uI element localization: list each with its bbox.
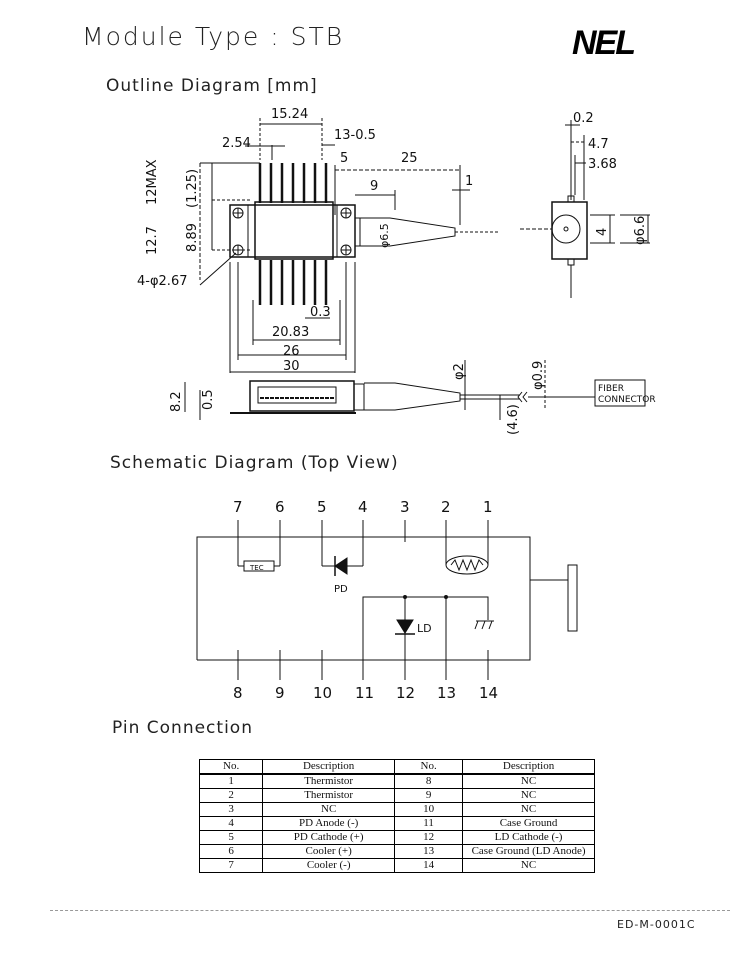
pin-description-cell: PD Cathode (+) bbox=[262, 830, 396, 845]
dim-tube-step: 9 bbox=[370, 179, 378, 194]
footer-divider bbox=[50, 910, 730, 913]
dim-mount-holes: 4-φ2.67 bbox=[137, 274, 187, 289]
pin-label-7: 7 bbox=[233, 498, 243, 516]
dim-end-width: 4.7 bbox=[588, 137, 609, 152]
dim-flange-length: 30 bbox=[283, 359, 300, 374]
dim-fiber-step: 1 bbox=[465, 174, 473, 189]
dim-end-dia: φ6.6 bbox=[633, 216, 648, 245]
pin-label-11: 11 bbox=[355, 684, 374, 702]
schematic-diagram-heading: Schematic Diagram (Top View) bbox=[110, 453, 399, 473]
pin-number-cell: 13 bbox=[394, 844, 464, 859]
pin-number-cell: 2 bbox=[198, 788, 264, 803]
pin-label-10: 10 bbox=[313, 684, 332, 702]
dim-body-length: 26 bbox=[283, 344, 300, 359]
pin-number-cell: 10 bbox=[394, 802, 464, 817]
pin-description-cell: Thermistor bbox=[262, 788, 396, 803]
fiber-connector-label-1: FIBER bbox=[598, 384, 624, 394]
fiber-connector-label-2: CONNECTOR bbox=[598, 395, 656, 405]
pin-number-cell: 8 bbox=[394, 773, 464, 789]
dim-pin-pitch: 2.54 bbox=[222, 136, 251, 151]
pin-label-6: 6 bbox=[275, 498, 285, 516]
pin-label-5: 5 bbox=[317, 498, 327, 516]
col-header-no-1: No. bbox=[198, 759, 264, 775]
pin-number-cell: 6 bbox=[198, 844, 264, 859]
dim-flange-tube: 5 bbox=[340, 151, 348, 166]
pin-description-cell: NC bbox=[462, 773, 595, 789]
pin-description-cell: Thermistor bbox=[262, 773, 396, 789]
col-header-desc-1: Description bbox=[262, 759, 396, 775]
pd-label: PD bbox=[334, 584, 348, 595]
pin-description-cell: Case Ground (LD Anode) bbox=[462, 844, 595, 859]
pin-label-4: 4 bbox=[358, 498, 368, 516]
pin-label-1: 1 bbox=[483, 498, 493, 516]
dim-pin-row-length: 20.83 bbox=[272, 325, 309, 340]
table-header-row: No. Description No. Description bbox=[198, 759, 595, 775]
dim-fiber-offset: (4.6) bbox=[506, 404, 521, 435]
outline-diagram: 15.24 2.54 13-0.5 5 25 9 1 12MAX (1.25) … bbox=[137, 107, 656, 435]
dim-base-thickness: 0.5 bbox=[201, 389, 216, 410]
pin-number-cell: 12 bbox=[394, 830, 464, 845]
dim-body-height: 12.7 bbox=[145, 226, 160, 255]
pin-description-cell: Case Ground bbox=[462, 816, 595, 831]
dim-end-pin: 0.2 bbox=[573, 111, 594, 126]
dim-pin-row-spacing: 8.89 bbox=[185, 223, 200, 252]
pin-number-cell: 1 bbox=[198, 773, 264, 789]
dim-fiber-dia: φ0.9 bbox=[531, 361, 546, 390]
dim-end-center: 4 bbox=[595, 228, 610, 236]
dim-pin-width: 13-0.5 bbox=[334, 128, 376, 143]
dim-end-inner: 3.68 bbox=[588, 157, 617, 172]
pin-label-9: 9 bbox=[275, 684, 285, 702]
pin-number-cell: 4 bbox=[198, 816, 264, 831]
outline-diagram-heading: Outline Diagram [mm] bbox=[106, 76, 318, 96]
pin-description-cell: NC bbox=[262, 802, 396, 817]
pin-number-cell: 7 bbox=[198, 858, 264, 873]
pin-label-3: 3 bbox=[400, 498, 410, 516]
pin-description-cell: Cooler (-) bbox=[262, 858, 396, 873]
pin-description-cell: LD Cathode (-) bbox=[462, 830, 595, 845]
pin-number-cell: 5 bbox=[198, 830, 264, 845]
dim-height-max: 12MAX bbox=[145, 159, 160, 205]
pin-label-12: 12 bbox=[396, 684, 415, 702]
pin-description-cell: NC bbox=[462, 788, 595, 803]
dim-tube-dia: φ6.5 bbox=[378, 223, 391, 248]
pin-number-cell: 9 bbox=[394, 788, 464, 803]
dim-tube-length: 25 bbox=[401, 151, 418, 166]
pin-connection-heading: Pin Connection bbox=[112, 718, 253, 738]
dim-pin-thickness: 0.3 bbox=[310, 305, 331, 320]
pin-label-2: 2 bbox=[441, 498, 451, 516]
pin-description-cell: NC bbox=[462, 858, 595, 873]
col-header-no-2: No. bbox=[394, 759, 464, 775]
pin-description-cell: Cooler (+) bbox=[262, 844, 396, 859]
dim-boot-dia: φ2 bbox=[452, 363, 467, 380]
dim-pin-offset: (1.25) bbox=[185, 169, 200, 208]
pin-label-14: 14 bbox=[479, 684, 498, 702]
tec-label: TEC bbox=[249, 564, 264, 572]
nel-logo: NEL bbox=[572, 24, 636, 62]
schematic-diagram: 7 6 5 4 3 2 1 8 9 10 11 12 13 14 TEC PD … bbox=[196, 498, 578, 702]
pin-number-cell: 11 bbox=[394, 816, 464, 831]
pin-number-cell: 3 bbox=[198, 802, 264, 817]
dim-side-height: 8.2 bbox=[169, 391, 184, 412]
pin-description-cell: NC bbox=[462, 802, 595, 817]
module-type-title: Module Type : STB bbox=[82, 22, 345, 51]
dim-pin-span: 15.24 bbox=[271, 107, 308, 122]
pin-number-cell: 14 bbox=[394, 858, 464, 873]
pin-label-13: 13 bbox=[437, 684, 456, 702]
pin-description-cell: PD Anode (-) bbox=[262, 816, 396, 831]
pin-label-8: 8 bbox=[233, 684, 243, 702]
col-header-desc-2: Description bbox=[462, 759, 595, 775]
document-code: ED-M-0001C bbox=[617, 918, 696, 931]
ld-label: LD bbox=[417, 622, 432, 635]
